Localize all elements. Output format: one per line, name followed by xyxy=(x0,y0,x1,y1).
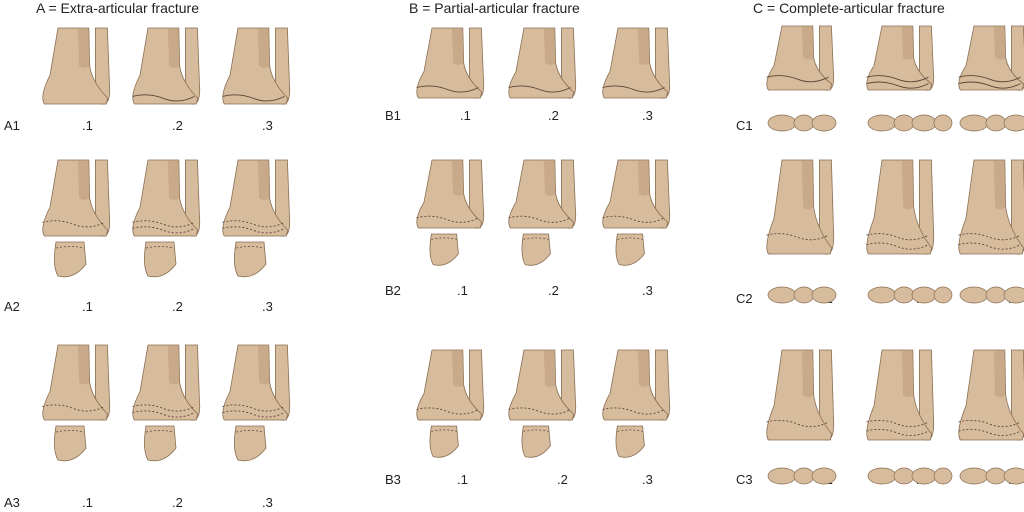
illustration-a3-1 xyxy=(42,344,111,462)
subtype-b3-2: .2 xyxy=(557,472,568,487)
row-label-c3: C3 xyxy=(736,472,753,487)
subtype-b2-3: .3 xyxy=(642,283,653,298)
illustration-c3-2 xyxy=(866,349,953,485)
illustration-c1-2 xyxy=(866,25,953,132)
row-label-b3: B3 xyxy=(385,472,401,487)
subtype-b2-2: .2 xyxy=(548,283,559,298)
illustration-a2-3 xyxy=(222,159,291,278)
subtype-b1-2: .2 xyxy=(548,108,559,123)
illustration-c3-1 xyxy=(766,349,837,485)
illustration-a1-2 xyxy=(132,27,201,105)
illustration-b1-3 xyxy=(602,27,671,99)
row-label-a3: A3 xyxy=(4,495,20,510)
illustration-b2-3 xyxy=(602,159,671,266)
subtype-a2-3: .3 xyxy=(262,299,273,314)
illustration-b2-1 xyxy=(416,159,485,266)
subtype-a1-1: .1 xyxy=(82,118,93,133)
row-label-c1: C1 xyxy=(736,118,753,133)
illustration-a1-1 xyxy=(42,27,111,105)
column-title-c: C = Complete-articular fracture xyxy=(753,0,945,16)
illustration-b1-1 xyxy=(416,27,485,99)
illustration-a3-3 xyxy=(222,344,291,462)
illustration-b2-2 xyxy=(508,159,577,266)
illustration-b1-2 xyxy=(508,27,577,99)
row-label-c2: C2 xyxy=(736,291,753,306)
illustration-a3-2 xyxy=(132,344,201,462)
illustration-c2-3 xyxy=(958,159,1024,304)
column-title-a: A = Extra-articular fracture xyxy=(36,0,200,16)
illustration-c3-3 xyxy=(958,349,1024,485)
illustration-b3-3 xyxy=(602,349,671,458)
column-title-b: B = Partial-articular fracture xyxy=(409,0,580,16)
illustration-c2-1 xyxy=(766,159,837,304)
row-label-a1: A1 xyxy=(4,118,20,133)
illustration-b3-1 xyxy=(416,349,485,458)
subtype-a3-3: .3 xyxy=(262,495,273,510)
illustration-a1-3 xyxy=(222,27,291,105)
subtype-b1-1: .1 xyxy=(460,108,471,123)
subtype-b1-3: .3 xyxy=(642,108,653,123)
subtype-a1-3: .3 xyxy=(262,118,273,133)
row-label-a2: A2 xyxy=(4,299,20,314)
illustration-c2-2 xyxy=(866,159,953,304)
row-label-b2: B2 xyxy=(385,283,401,298)
illustration-c1-1 xyxy=(766,25,837,132)
row-label-b1: B1 xyxy=(385,108,401,123)
illustration-a2-2 xyxy=(132,159,201,278)
subtype-b3-1: .1 xyxy=(457,472,468,487)
subtype-b2-1: .1 xyxy=(457,283,468,298)
subtype-a2-1: .1 xyxy=(82,299,93,314)
subtype-b3-3: .3 xyxy=(642,472,653,487)
subtype-a2-2: .2 xyxy=(172,299,183,314)
subtype-a3-2: .2 xyxy=(172,495,183,510)
subtype-a3-1: .1 xyxy=(82,495,93,510)
illustration-c1-3 xyxy=(958,25,1024,132)
illustration-b3-2 xyxy=(508,349,577,458)
subtype-a1-2: .2 xyxy=(172,118,183,133)
illustration-a2-1 xyxy=(42,159,111,278)
